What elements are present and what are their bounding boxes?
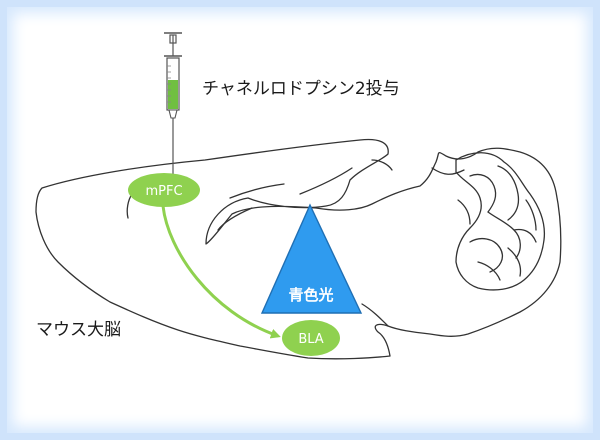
syringe-liquid: [168, 80, 178, 109]
cerebellum-outline: [455, 152, 546, 291]
pathway-arrow: [161, 205, 281, 339]
bla-region: BLA: [282, 320, 340, 356]
bla-label: BLA: [298, 332, 323, 347]
mpfc-region: mPFC: [128, 173, 200, 207]
blue-light: 青色光: [260, 203, 363, 314]
syringe-icon: [164, 32, 182, 176]
brain-label: マウス大脳: [36, 320, 121, 340]
injection-label: チャネルロドプシン2投与: [202, 79, 400, 99]
mpfc-label: mPFC: [145, 184, 182, 199]
light-label: 青色光: [288, 286, 333, 304]
brain-outline: [35, 138, 562, 360]
